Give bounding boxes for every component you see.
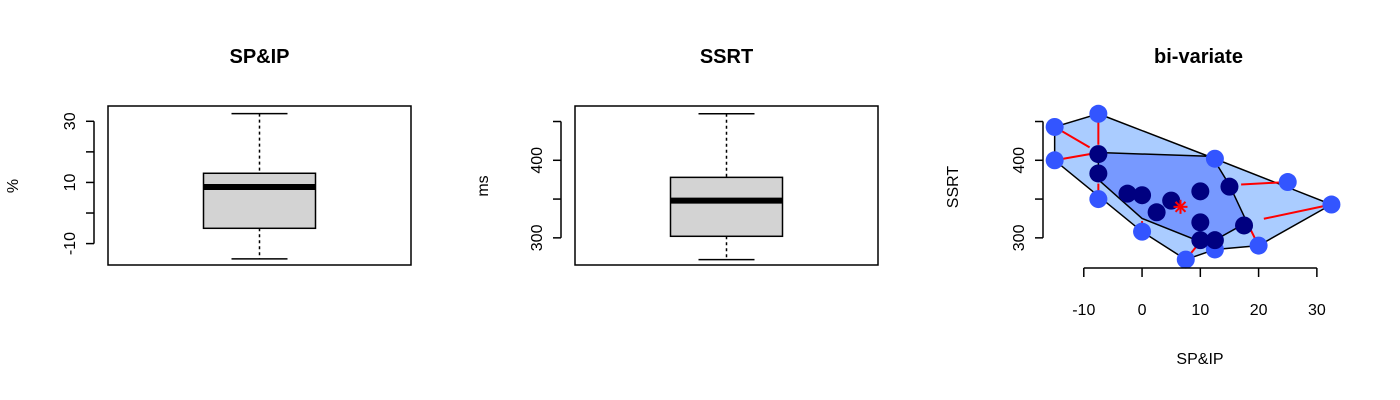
bivariate-bagplot-inner-point	[1162, 191, 1181, 210]
bivariate-bagplot-inner-point	[1191, 231, 1210, 250]
sp-ip-box-box	[202, 172, 317, 230]
bivariate-bagplot-title: bi-variate	[1154, 46, 1243, 68]
bivariate-bagplot-x-tick-label: 20	[1250, 302, 1268, 319]
bivariate-bagplot-x-tick-label: 0	[1138, 302, 1147, 319]
sp-ip-box-y-tick-label: -10	[62, 232, 79, 255]
bivariate-bagplot-outer-point	[1278, 173, 1297, 192]
bivariate-bagplot-outer-point	[1045, 117, 1064, 136]
bivariate-bagplot-inner-point	[1191, 213, 1210, 232]
bivariate-bagplot-outer-point	[1089, 104, 1108, 123]
bivariate-bagplot-outer-point	[1133, 222, 1152, 241]
sp-ip-box-title: SP&IP	[229, 46, 289, 68]
bivariate-bagplot-x-label: SP&IP	[1176, 351, 1223, 368]
bivariate-bagplot-spoke	[1263, 203, 1332, 220]
bivariate-bagplot-outer-point	[1089, 190, 1108, 209]
bivariate-bagplot-inner-point	[1118, 184, 1137, 203]
bivariate-bagplot-inner-point	[1205, 231, 1224, 250]
bivariate-bagplot-inner-point	[1235, 216, 1254, 235]
bivariate-bagplot-x-tick-label: 10	[1191, 302, 1209, 319]
ssrt-box-y-tick-label: 400	[529, 147, 546, 174]
sp-ip-box-y-tick-label: 10	[62, 173, 79, 191]
bivariate-bagplot-outer-point	[1176, 250, 1195, 269]
ssrt-box-plot-frame	[574, 105, 879, 266]
bivariate-bagplot-inner-point	[1089, 164, 1108, 183]
bivariate-bagplot-outer-point	[1322, 195, 1341, 214]
bivariate-bagplot-inner-point	[1147, 203, 1166, 222]
sp-ip-box-y-label: %	[5, 179, 22, 193]
sp-ip-box-plot-frame	[107, 105, 412, 266]
bivariate-bagplot-center-marker	[1174, 201, 1187, 213]
bivariate-bagplot-y-tick-label: 400	[1011, 147, 1028, 174]
bivariate-bagplot-outer-point	[1205, 149, 1224, 168]
bivariate-bagplot-inner-point	[1220, 177, 1239, 196]
bivariate-bagplot-outer-point	[1045, 151, 1064, 170]
bivariate-bagplot-y-tick-label: 300	[1011, 224, 1028, 251]
ssrt-box-box	[669, 176, 784, 238]
bivariate-bagplot-x-tick-label: -10	[1072, 302, 1095, 319]
sp-ip-box-y-tick-label: 30	[62, 112, 79, 130]
ssrt-box-y-label: ms	[475, 175, 492, 196]
bivariate-bagplot-x-tick-label: 30	[1308, 302, 1326, 319]
ssrt-box-title: SSRT	[700, 46, 753, 68]
bivariate-bagplot-inner-point	[1133, 186, 1152, 205]
ssrt-box-y-tick-label: 300	[529, 224, 546, 251]
bivariate-bagplot-y-label: SSRT	[945, 166, 962, 209]
bivariate-bagplot-inner-point	[1089, 145, 1108, 164]
bivariate-bagplot-outer-point	[1249, 236, 1268, 255]
bivariate-bagplot-inner-point	[1191, 182, 1210, 201]
